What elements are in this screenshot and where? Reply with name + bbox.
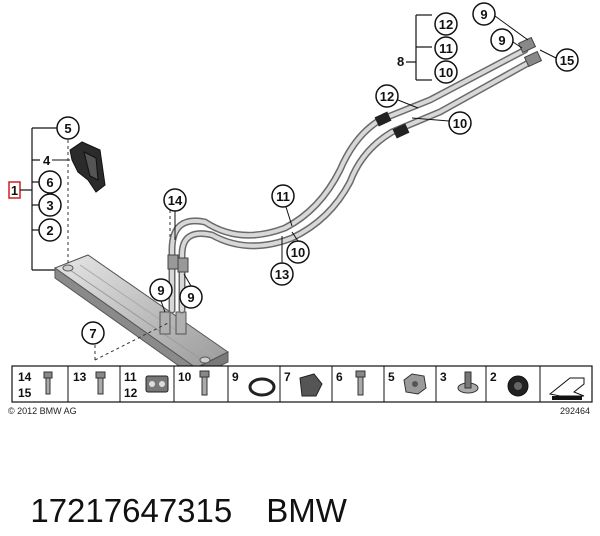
- parts-strip: 14 15 13 11 12 10 9: [11, 365, 593, 403]
- group-label-1: 1: [11, 183, 18, 198]
- strip-cell-2: 2: [490, 370, 529, 397]
- parts-diagram: 1 4: [8, 2, 593, 416]
- svg-text:14: 14: [18, 370, 32, 384]
- svg-text:9: 9: [232, 370, 239, 384]
- brand-name: BMW: [266, 492, 347, 529]
- svg-text:12: 12: [380, 89, 394, 104]
- callout-14: 14: [163, 188, 187, 212]
- strip-cell-13: 13: [73, 370, 106, 395]
- callout-15: 15: [555, 48, 579, 72]
- oil-cooler-body: [53, 254, 229, 379]
- callout-9b: 9: [179, 285, 203, 309]
- svg-text:6: 6: [46, 175, 53, 190]
- svg-text:3: 3: [46, 198, 53, 213]
- part-title: 17217647315 BMW: [12, 436, 592, 529]
- svg-text:15: 15: [18, 386, 32, 400]
- callout-10c: 10: [434, 60, 458, 84]
- svg-text:15: 15: [560, 53, 574, 68]
- strip-cell-7: 7: [284, 370, 323, 397]
- callout-3: 3: [38, 193, 62, 217]
- svg-text:6: 6: [336, 370, 343, 384]
- svg-text:10: 10: [178, 370, 192, 384]
- callout-9a: 9: [149, 278, 173, 302]
- svg-text:14: 14: [168, 193, 183, 208]
- svg-text:7: 7: [89, 326, 96, 341]
- strip-cell-9: 9: [232, 370, 276, 397]
- svg-text:9: 9: [157, 283, 164, 298]
- strip-cell-arrow: [548, 377, 585, 400]
- svg-text:5: 5: [64, 121, 71, 136]
- callout-2: 2: [38, 218, 62, 242]
- diagram-id: 292464: [560, 406, 590, 416]
- strip-cell-6: 6: [336, 370, 366, 396]
- strip-cell-10: 10: [178, 370, 210, 396]
- strip-cell-11-12: 11 12: [124, 370, 169, 400]
- group-label-8: 8: [397, 54, 404, 69]
- strip-cell-3: 3: [440, 370, 479, 394]
- svg-text:13: 13: [73, 370, 87, 384]
- group-label-4: 4: [43, 153, 51, 168]
- callout-12b: 12: [434, 12, 458, 36]
- svg-text:10: 10: [439, 65, 453, 80]
- callout-9d: 9: [490, 28, 514, 52]
- callout-7: 7: [81, 321, 105, 345]
- svg-text:10: 10: [453, 116, 467, 131]
- copyright-text: © 2012 BMW AG: [8, 406, 77, 416]
- part-number: 17217647315: [30, 492, 233, 529]
- svg-text:9: 9: [480, 7, 487, 22]
- callout-5: 5: [56, 116, 80, 140]
- svg-text:12: 12: [124, 386, 138, 400]
- callout-11b: 11: [434, 36, 458, 60]
- group-bracket-1: 1 4: [8, 127, 70, 271]
- svg-text:2: 2: [490, 370, 497, 384]
- callout-13: 13: [270, 262, 294, 286]
- svg-text:3: 3: [440, 370, 447, 384]
- svg-text:11: 11: [439, 41, 453, 56]
- svg-text:2: 2: [46, 223, 53, 238]
- strip-cell-14-15: 14 15: [18, 370, 53, 400]
- callout-10a: 10: [286, 240, 310, 264]
- group-bracket-8: 8: [397, 14, 432, 81]
- callout-leaders: [160, 15, 557, 313]
- svg-text:7: 7: [284, 370, 291, 384]
- bracket-part-4: [69, 141, 106, 193]
- callout-12a: 12: [375, 84, 399, 108]
- svg-text:9: 9: [187, 290, 194, 305]
- svg-text:12: 12: [439, 17, 453, 32]
- svg-text:10: 10: [291, 245, 305, 260]
- strip-cell-5: 5: [388, 370, 427, 395]
- callouts: 5 6 3 2 7 14 9 9 11 10 13 12 10 12 11 10…: [38, 2, 579, 345]
- svg-text:5: 5: [388, 370, 395, 384]
- callout-11a: 11: [271, 184, 295, 208]
- callout-9c: 9: [472, 2, 496, 26]
- svg-text:11: 11: [276, 189, 290, 204]
- svg-text:11: 11: [124, 370, 137, 384]
- callout-10b: 10: [448, 111, 472, 135]
- oil-pipes: [167, 36, 543, 314]
- callout-6: 6: [38, 170, 62, 194]
- svg-text:13: 13: [275, 267, 289, 282]
- svg-text:9: 9: [498, 33, 505, 48]
